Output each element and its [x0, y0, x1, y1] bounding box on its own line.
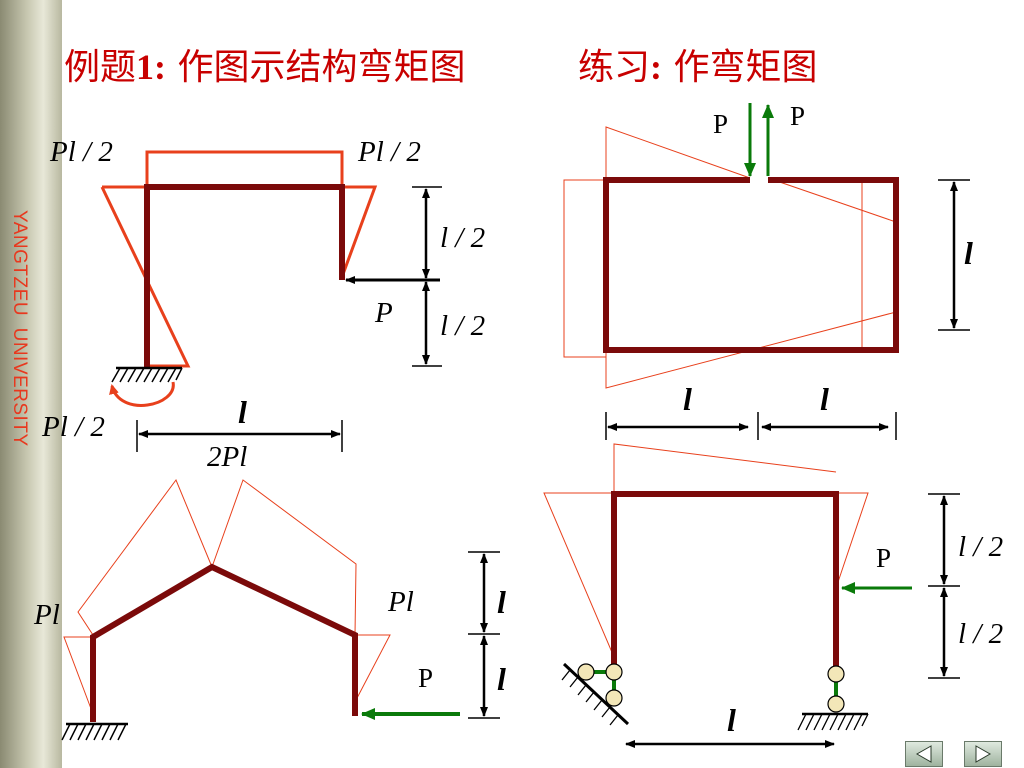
e2-label-pl-right: Pl [387, 586, 414, 618]
e1-fixed-support [111, 366, 183, 383]
practice-title: 练习: 作弯矩图 [578, 38, 817, 90]
e2-moment-diagram [63, 478, 391, 715]
practice-title-text: 作弯矩图 [662, 47, 818, 88]
p1-label-p-left: P [713, 109, 728, 139]
example-gable-frame-diagram: Pl Pl P l l [33, 478, 506, 741]
p2-label-p: P [876, 543, 891, 573]
e2-label-pl-left: Pl [33, 599, 60, 631]
e1-frame [144, 184, 345, 368]
triangle-right-icon [975, 745, 992, 763]
p1-label-span-l-left: l [683, 381, 692, 417]
e1-moment-left-column [100, 186, 191, 368]
e1-moment-right-column [340, 185, 378, 278]
prev-slide-button[interactable] [905, 741, 943, 767]
example-title-number: 1: [136, 47, 167, 87]
e1-label-l2-lower: l / 2 [440, 310, 485, 342]
p2-label-span-l: l [727, 702, 736, 738]
e1-label-2pl: 2Pl [207, 441, 247, 473]
e1-label-load-p: P [374, 297, 393, 329]
example1-frame-diagram: Pl / 2 Pl / 2 l / 2 l / 2 P Pl / 2 l 2Pl [41, 136, 485, 473]
p2-label-l2-lower: l / 2 [958, 618, 1003, 650]
p2-frame [611, 491, 839, 668]
e2-fixed-support [61, 722, 128, 741]
e2-label-l-lower: l [497, 661, 506, 697]
p1-label-span-l-right: l [820, 381, 829, 417]
p1-label-p-right: P [790, 101, 805, 131]
e2-frame [90, 563, 358, 722]
e1-label-l2-upper: l / 2 [440, 222, 485, 254]
p2-moment-diagram [543, 443, 869, 658]
example-title-text: 作图示结构弯矩图 [166, 47, 466, 88]
p1-moment-diagram [563, 126, 897, 389]
triangle-left-icon [915, 745, 932, 763]
example-title-prefix: 例题 [64, 47, 137, 88]
e2-label-l-upper: l [497, 584, 506, 620]
e1-label-pl2-top-left: Pl / 2 [49, 136, 113, 168]
p2-right-roller-support [797, 665, 869, 731]
next-slide-button[interactable] [964, 741, 1002, 767]
e1-label-pl2-support: Pl / 2 [41, 411, 105, 443]
e2-label-p: P [418, 663, 433, 693]
e1-reaction-moment-arc [109, 381, 175, 407]
p2-dimension-lines [625, 493, 960, 748]
p2-label-l2-upper: l / 2 [958, 531, 1003, 563]
practice-title-colon: : [650, 47, 663, 87]
practice-title-prefix: 练习 [578, 47, 651, 88]
example-title: 例题1: 作图示结构弯矩图 [64, 38, 465, 90]
e1-label-span-l: l [238, 394, 247, 430]
e2-dimension-lines [468, 551, 500, 719]
practice2-portal-diagram: P l / 2 l / 2 l [543, 443, 1003, 748]
practice1-rectangle-diagram: P P l l l [563, 101, 973, 440]
e1-moment-bracket [145, 150, 344, 185]
sidebar-strip: YANGTZEU UNIVERSITY [0, 0, 62, 768]
e1-dimension-lines [136, 186, 442, 452]
p1-frame [603, 177, 899, 353]
p1-dimension-lines [605, 179, 970, 440]
e1-label-pl2-top-right: Pl / 2 [357, 136, 421, 168]
p2-left-roller-support [561, 662, 630, 726]
p1-label-height-l: l [964, 235, 973, 271]
